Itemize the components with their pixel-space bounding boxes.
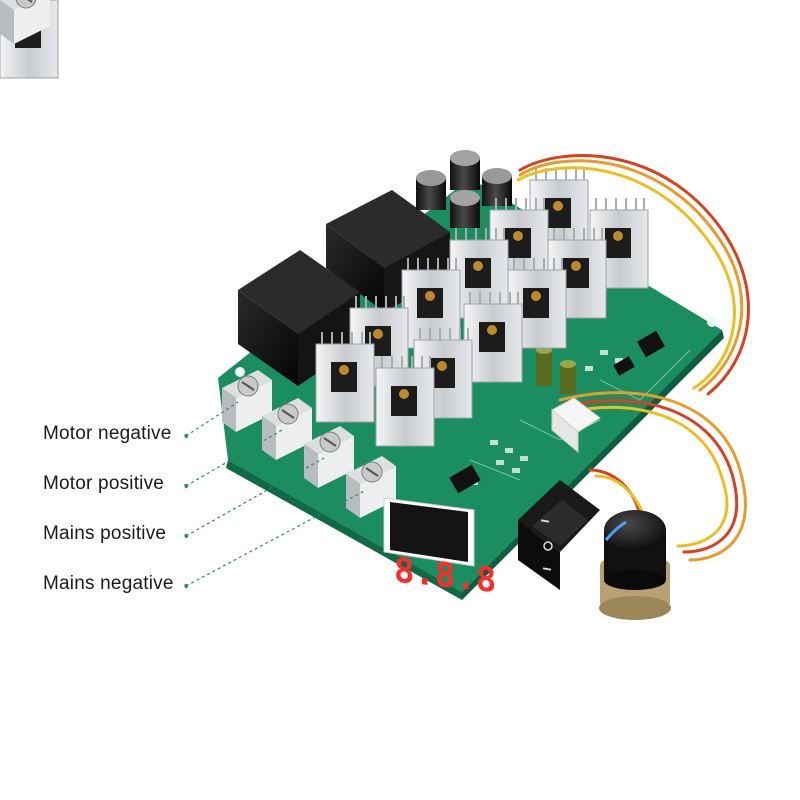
callout-leader-lines — [183, 401, 367, 589]
speed-knob — [599, 510, 671, 620]
screw-terminals — [0, 0, 397, 519]
callout-mains-negative: Mains negative — [43, 573, 174, 594]
callout-mains-positive: Mains positive — [43, 523, 167, 544]
callout-motor-positive: Motor positive — [43, 473, 165, 494]
callout-motor-negative: Motor negative — [43, 423, 172, 444]
led-display: 8.8.8 — [383, 497, 496, 601]
capacitors — [416, 150, 576, 394]
relay-modules — [238, 190, 450, 386]
rocker-switch — [518, 480, 600, 590]
wire-connector — [551, 397, 601, 454]
